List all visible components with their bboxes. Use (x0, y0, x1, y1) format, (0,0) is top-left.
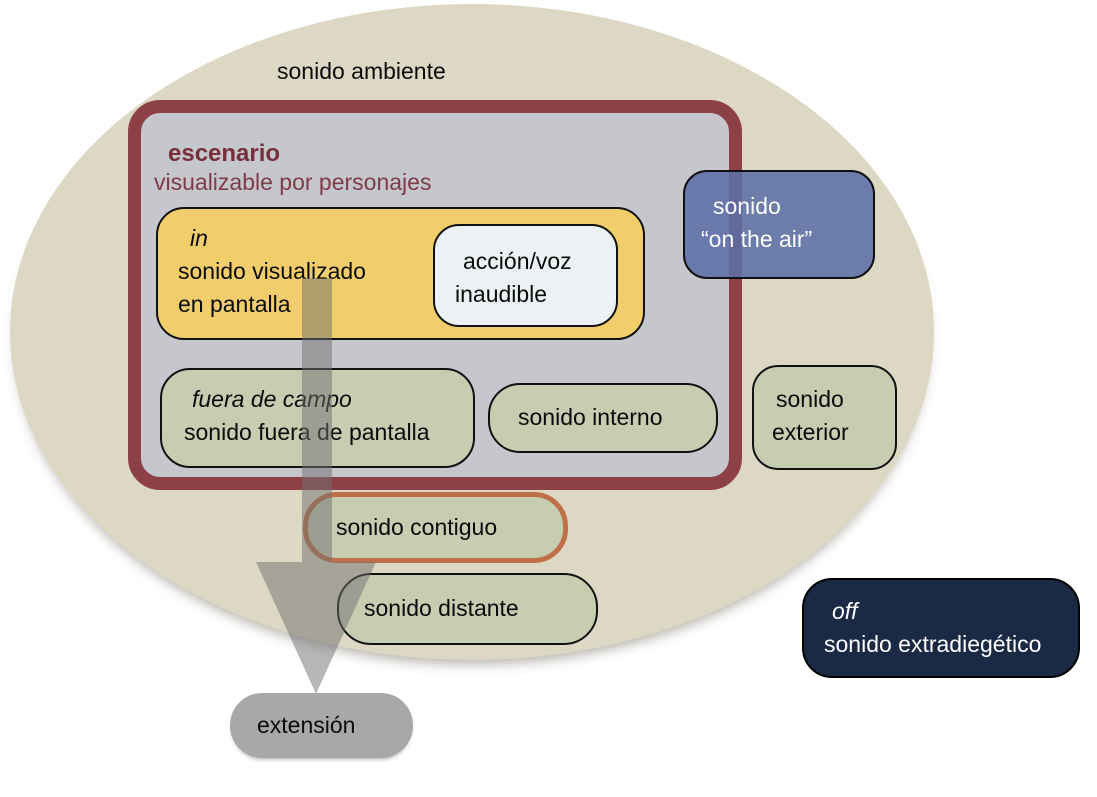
node-sonido-distante: sonido distante (337, 573, 598, 645)
accion-line1-label: acción/voz (463, 248, 572, 274)
escenario-title-block: escenario visualizable por personajes (154, 139, 431, 197)
node-off-extradiegetico: off sonido extradiegético (802, 578, 1080, 678)
escenario-subtitle: visualizable por personajes (154, 169, 432, 195)
node-fuera-de-campo: fuera de campo sonido fuera de pantalla (160, 368, 475, 468)
node-extension: extensión (230, 693, 413, 758)
fuera-term-label: fuera de campo (192, 386, 352, 412)
exterior-line2-label: exterior (772, 419, 849, 445)
fuera-desc-label: sonido fuera de pantalla (184, 419, 430, 445)
node-sonido-exterior: sonido exterior (752, 365, 897, 470)
in-term-label: in (190, 225, 208, 251)
off-term-label: off (832, 598, 858, 624)
ambient-sound-label: sonido ambiente (277, 58, 446, 84)
node-sonido-contiguo: sonido contiguo (303, 492, 568, 563)
escenario-title: escenario (168, 140, 281, 167)
exterior-line1-label: sonido (776, 386, 844, 412)
accion-line2-label: inaudible (455, 281, 548, 307)
off-desc-label: sonido extradiegético (824, 631, 1042, 657)
onair-line1-label: sonido (713, 193, 781, 219)
node-sonido-on-the-air: sonido “on the air” (683, 170, 875, 279)
onair-line2-label: “on the air” (701, 226, 813, 252)
node-accion-voz-inaudible: acción/voz inaudible (433, 224, 618, 327)
node-sonido-interno: sonido interno (488, 383, 718, 453)
